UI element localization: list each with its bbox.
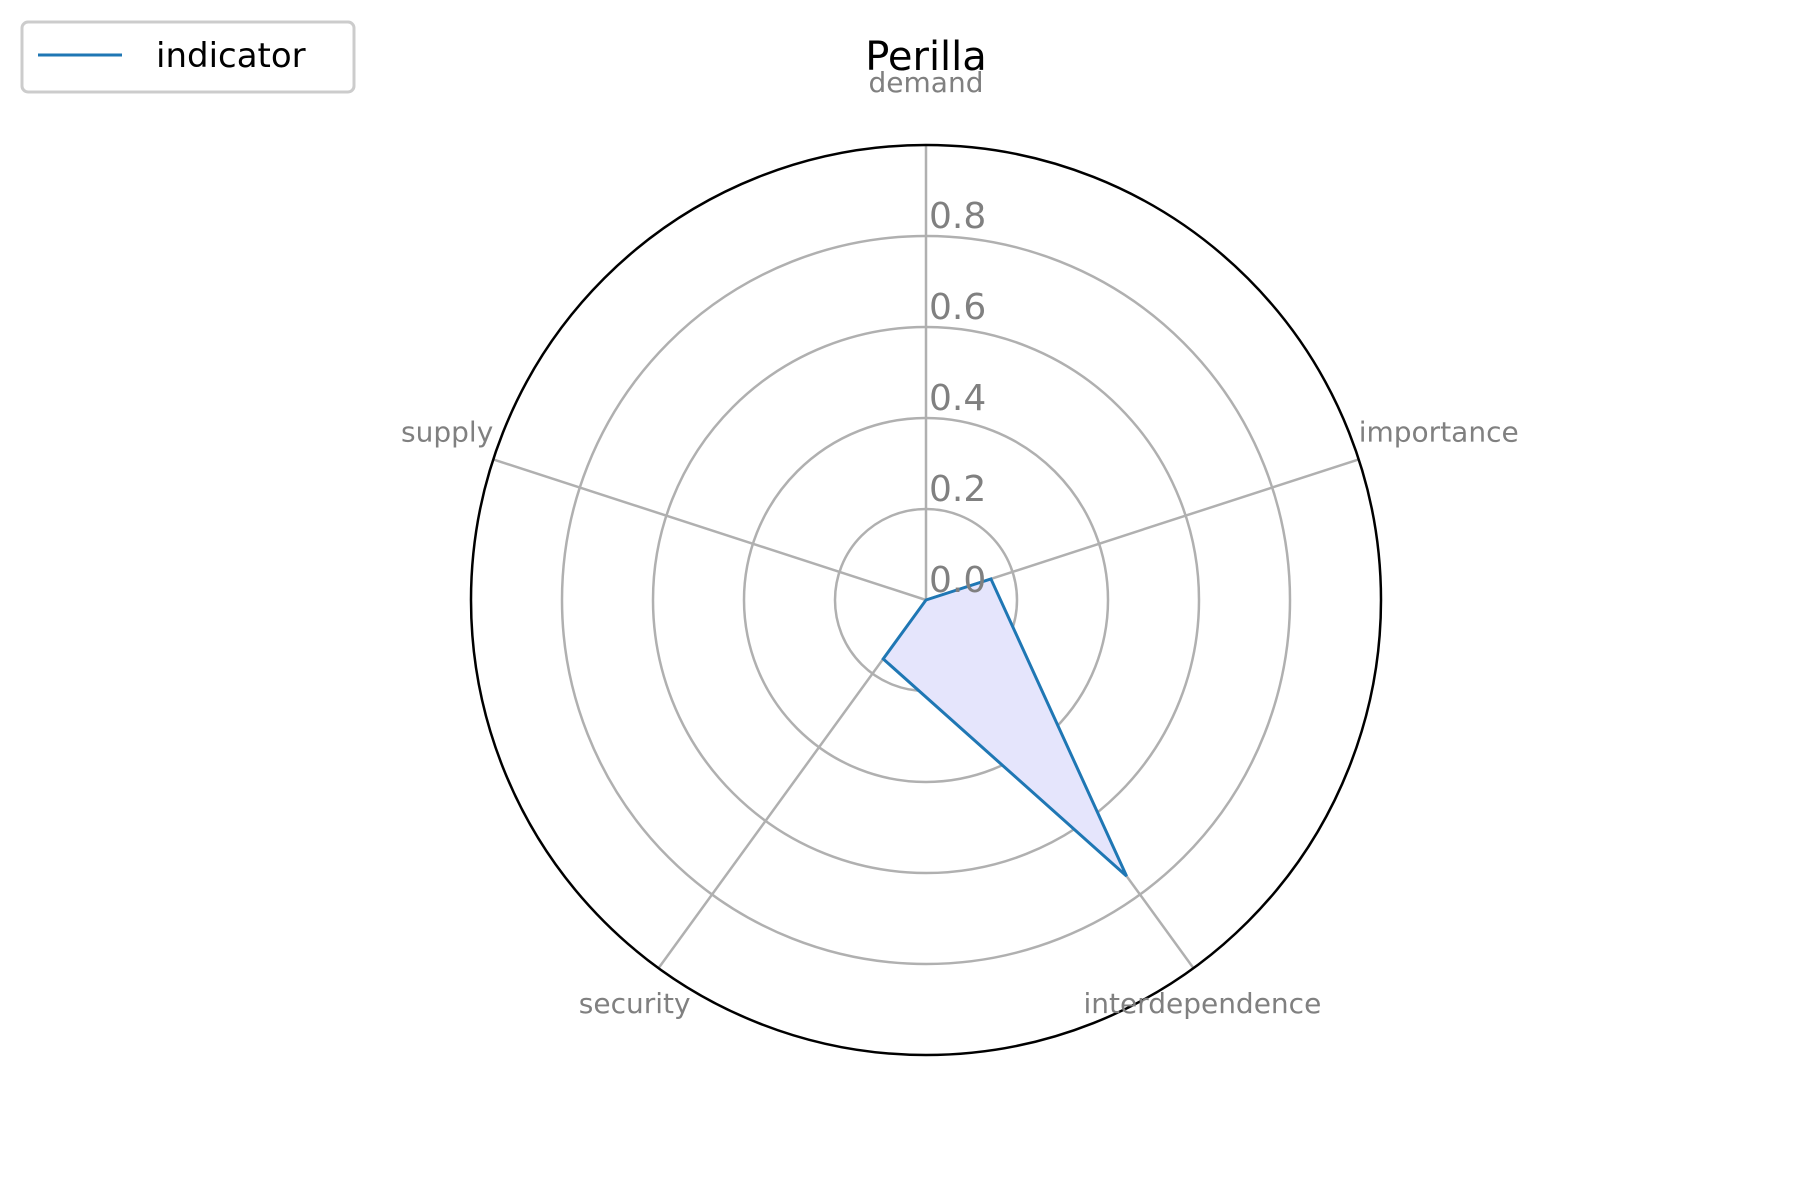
rtick-label-3: 0.6 — [929, 287, 986, 328]
axis-label-demand: demand — [869, 66, 984, 99]
rtick-label-4: 0.8 — [929, 196, 986, 237]
series-area-indicator — [883, 578, 1127, 877]
legend: indicator — [20, 20, 356, 94]
axis-label-importance: importance — [1359, 415, 1519, 448]
axis-label-interdependence: interdependence — [1083, 987, 1321, 1020]
axis-labels: demand importance interdependence security s… — [401, 66, 1519, 1020]
rtick-label-0: 0.0 — [929, 560, 986, 601]
radar-spokes — [492, 145, 1360, 969]
axis-label-security: security — [579, 987, 691, 1020]
spoke-importance — [925, 458, 1360, 602]
spoke-security — [657, 599, 928, 969]
rtick-label-1: 0.2 — [929, 469, 986, 510]
radar-series-layer — [881, 577, 1128, 878]
spoke-supply — [492, 458, 927, 602]
radar-outer-boundary — [469, 143, 1383, 1057]
legend-frame — [20, 20, 356, 94]
chart-title: Perilla — [865, 34, 987, 80]
axis-label-supply: supply — [401, 415, 493, 448]
legend-entry-indicator: indicator — [156, 36, 306, 76]
radial-tick-labels: 0.0 0.2 0.4 0.6 0.8 — [929, 196, 986, 601]
rtick-label-2: 0.4 — [929, 378, 986, 419]
